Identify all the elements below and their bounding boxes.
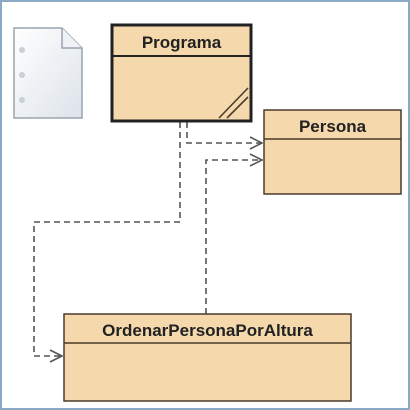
class-box-persona[interactable]: Persona xyxy=(263,109,402,195)
class-box-ordenar[interactable]: OrdenarPersonaPorAltura xyxy=(63,313,352,402)
class-name-persona: Persona xyxy=(299,117,367,136)
diagonal-lines-icon xyxy=(218,87,249,119)
class-name-ordenar: OrdenarPersonaPorAltura xyxy=(102,321,313,340)
dependency-programa-ordenar[interactable] xyxy=(33,122,181,356)
class-box-programa[interactable]: Programa xyxy=(110,23,253,123)
dependency-lines xyxy=(33,122,262,356)
document-page-icon xyxy=(13,27,83,119)
dependency-programa-persona[interactable] xyxy=(186,122,262,143)
class-name-programa: Programa xyxy=(142,33,222,52)
dependency-ordenar-persona[interactable] xyxy=(205,160,262,314)
